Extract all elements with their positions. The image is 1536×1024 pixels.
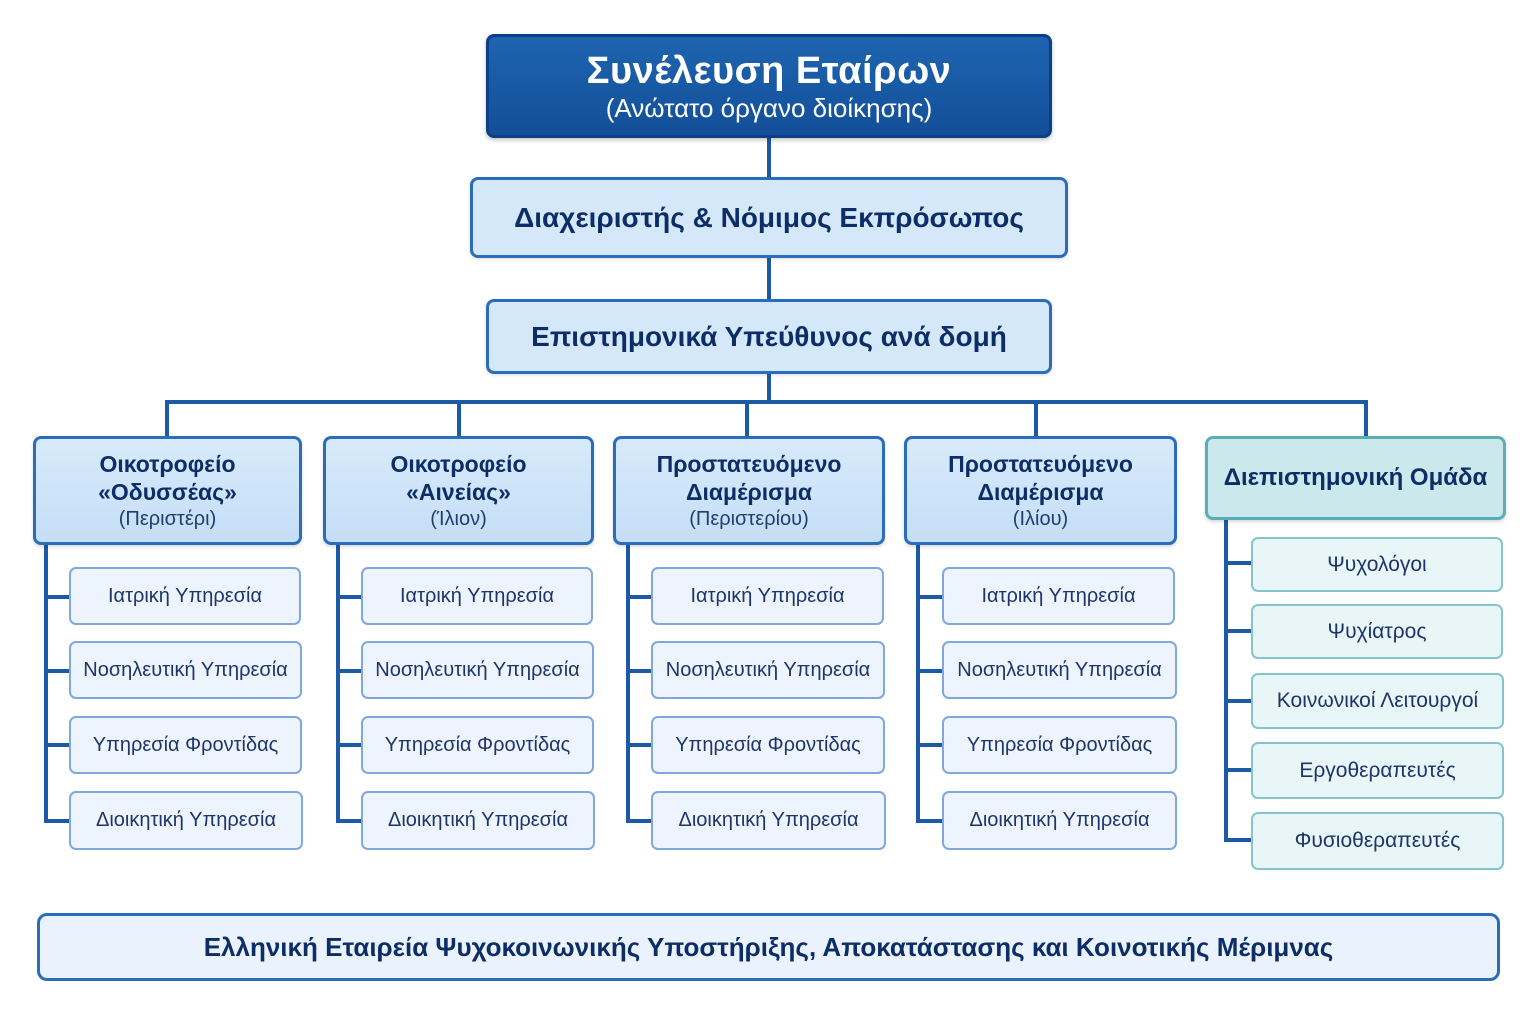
team-member-label: Ψυχίατρος bbox=[1327, 619, 1427, 643]
organization-name: Ελληνική Εταιρεία Ψυχοκοινωνικής Υποστήρ… bbox=[203, 931, 1334, 962]
service-box: Διοικητική Υπηρεσία bbox=[361, 791, 595, 850]
team-member-box: Ψυχίατρος bbox=[1251, 604, 1503, 659]
scientific-director-box: Επιστημονικά Υπεύθυνος ανά δομή bbox=[486, 299, 1052, 374]
department-box-odysseas: Οικοτροφείο «Οδυσσέας» (Περιστέρι) bbox=[33, 436, 302, 545]
service-box: Νοσηλευτική Υπηρεσία bbox=[942, 641, 1177, 699]
service-label: Διοικητική Υπηρεσία bbox=[969, 809, 1150, 831]
department-box-aineias: Οικοτροφείο «Αινείας» (Ίλιον) bbox=[323, 436, 594, 545]
team-member-box: Ψυχολόγοι bbox=[1251, 537, 1503, 592]
team-member-label: Φυσιοθεραπευτές bbox=[1294, 829, 1461, 852]
service-label: Νοσηλευτική Υπηρεσία bbox=[375, 658, 580, 681]
department-name: Οικοτροφείο bbox=[99, 450, 236, 477]
service-label: Νοσηλευτική Υπηρεσία bbox=[957, 658, 1162, 681]
department-location: (Ιλίου) bbox=[1012, 507, 1069, 530]
service-box: Ιατρική Υπηρεσία bbox=[942, 567, 1175, 625]
service-label: Διοικητική Υπηρεσία bbox=[387, 809, 569, 831]
service-label: Διοικητική Υπηρεσία bbox=[95, 809, 277, 831]
service-box: Νοσηλευτική Υπηρεσία bbox=[361, 641, 594, 699]
service-label: Υπηρεσία Φροντίδας bbox=[966, 733, 1153, 756]
team-member-box: Φυσιοθεραπευτές bbox=[1251, 812, 1504, 870]
department-name: Προστατευόμενο bbox=[656, 450, 842, 477]
interdisciplinary-team-label: Διεπιστημονική Ομάδα bbox=[1223, 464, 1488, 491]
service-box: Ιατρική Υπηρεσία bbox=[69, 567, 301, 625]
department-name: «Αινείας» bbox=[406, 478, 511, 505]
interdisciplinary-team-box: Διεπιστημονική Ομάδα bbox=[1205, 436, 1506, 520]
service-box: Ιατρική Υπηρεσία bbox=[361, 567, 593, 625]
team-member-box: Εργοθεραπευτές bbox=[1251, 742, 1504, 799]
service-box: Διοικητική Υπηρεσία bbox=[69, 791, 303, 850]
department-box-apartment-ilion: Προστατευόμενο Διαμέρισμα (Ιλίου) bbox=[904, 436, 1177, 545]
general-assembly-subtitle: (Ανώτατο όργανο διοίκησης) bbox=[605, 93, 933, 123]
department-name: Προστατευόμενο bbox=[948, 450, 1133, 477]
service-label: Νοσηλευτική Υπηρεσία bbox=[665, 658, 871, 681]
department-name: Οικοτροφείο bbox=[390, 450, 527, 477]
team-member-label: Εργοθεραπευτές bbox=[1299, 758, 1456, 782]
service-box: Υπηρεσία Φροντίδας bbox=[942, 716, 1177, 774]
general-assembly-box: Συνέλευση Εταίρων (Ανώτατο όργανο διοίκη… bbox=[486, 34, 1052, 138]
service-label: Ιατρική Υπηρεσία bbox=[981, 584, 1136, 607]
team-member-label: Κοινωνικοί Λειτουργοί bbox=[1276, 689, 1479, 712]
service-label: Υπηρεσία Φροντίδας bbox=[384, 733, 571, 756]
service-box: Υπηρεσία Φροντίδας bbox=[361, 716, 594, 774]
team-member-label: Ψυχολόγοι bbox=[1327, 552, 1427, 576]
department-name: Διαμέρισμα bbox=[977, 478, 1104, 505]
service-label: Υπηρεσία Φροντίδας bbox=[92, 733, 279, 756]
organization-name-banner: Ελληνική Εταιρεία Ψυχοκοινωνικής Υποστήρ… bbox=[37, 913, 1500, 981]
scientific-director-label: Επιστημονικά Υπεύθυνος ανά δομή bbox=[531, 320, 1007, 352]
manager-label: Διαχειριστής & Νόμιμος Εκπρόσωπος bbox=[514, 201, 1024, 233]
service-label: Υπηρεσία Φροντίδας bbox=[675, 733, 861, 756]
service-label: Ιατρική Υπηρεσία bbox=[690, 584, 845, 607]
department-box-apartment-peristeri: Προστατευόμενο Διαμέρισμα (Περιστερίου) bbox=[613, 436, 885, 545]
service-label: Ιατρική Υπηρεσία bbox=[107, 584, 263, 607]
service-box: Διοικητική Υπηρεσία bbox=[651, 791, 886, 850]
service-box: Υπηρεσία Φροντίδας bbox=[69, 716, 302, 774]
department-name: Διαμέρισμα bbox=[685, 478, 813, 505]
service-label: Διοικητική Υπηρεσία bbox=[678, 809, 859, 831]
service-box: Υπηρεσία Φροντίδας bbox=[651, 716, 885, 774]
service-label: Ιατρική Υπηρεσία bbox=[399, 584, 555, 607]
department-location: (Περιστερίου) bbox=[689, 507, 809, 530]
manager-box: Διαχειριστής & Νόμιμος Εκπρόσωπος bbox=[470, 177, 1068, 258]
general-assembly-title: Συνέλευση Εταίρων bbox=[586, 50, 952, 92]
service-box: Νοσηλευτική Υπηρεσία bbox=[69, 641, 302, 699]
service-label: Νοσηλευτική Υπηρεσία bbox=[83, 658, 288, 681]
service-box: Διοικητική Υπηρεσία bbox=[942, 791, 1177, 850]
department-name: «Οδυσσέας» bbox=[98, 478, 237, 505]
department-location: (Ίλιον) bbox=[430, 507, 487, 530]
team-member-box: Κοινωνικοί Λειτουργοί bbox=[1251, 673, 1504, 729]
department-location: (Περιστέρι) bbox=[118, 507, 217, 530]
service-box: Ιατρική Υπηρεσία bbox=[651, 567, 884, 625]
service-box: Νοσηλευτική Υπηρεσία bbox=[651, 641, 885, 699]
